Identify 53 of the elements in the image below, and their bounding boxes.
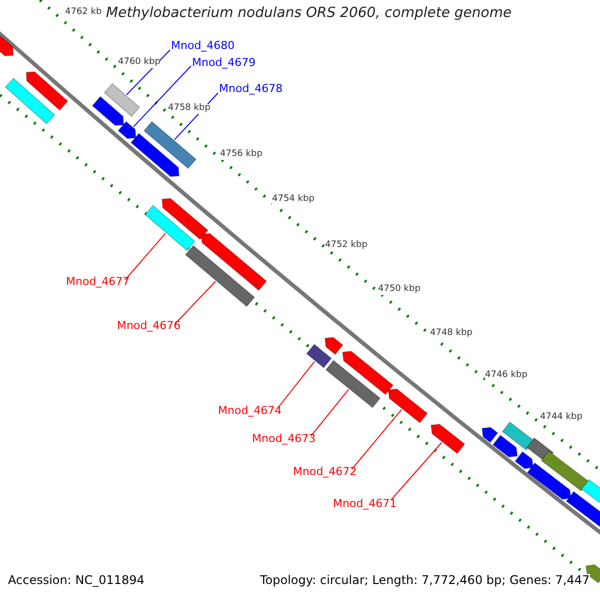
gene-block <box>492 434 518 458</box>
gene-block <box>144 204 196 252</box>
gene-label: Mnod_4671 <box>333 498 397 510</box>
leader-line <box>352 408 402 470</box>
gene-label: Mnod_4679 <box>192 57 256 70</box>
leader-line <box>124 232 166 280</box>
scale-label: 4760 kbp <box>118 58 160 68</box>
gene-label: Mnod_4674 <box>218 405 282 418</box>
accession-text: Accession: NC_011894 <box>8 574 144 588</box>
scale-label: 4750 kbp <box>378 285 420 295</box>
gene-block <box>324 336 344 356</box>
gene-block <box>482 426 498 444</box>
scale-label: 4746 kbp <box>485 371 528 381</box>
gene-block <box>92 96 124 126</box>
scale-label: 4752 kbp <box>325 241 368 251</box>
gene-block <box>342 350 394 396</box>
gene-block <box>388 388 428 424</box>
gene-block <box>104 82 140 118</box>
gene-block <box>200 233 268 292</box>
gene-label: Mnod_4680 <box>171 40 235 52</box>
gene-block <box>566 490 600 530</box>
gene-block <box>130 132 180 178</box>
gene-block <box>580 478 600 504</box>
scale-label: 4758 kbp <box>168 104 210 114</box>
gene-block <box>0 35 14 56</box>
gene-block <box>430 424 466 454</box>
gene-block <box>502 421 534 451</box>
leader-line <box>310 388 350 436</box>
gene-block <box>162 198 209 240</box>
leader-line <box>133 66 192 128</box>
gene-block <box>143 120 197 170</box>
gene-label: Mnod_4677 <box>66 276 130 288</box>
leader-line <box>390 442 442 500</box>
gene-block <box>540 450 590 492</box>
title: Methylobacterium nodulans ORS 2060, complete genome <box>104 6 514 22</box>
gene-block <box>26 71 68 111</box>
gene-label: Mnod_4672 <box>293 466 357 478</box>
gene-block <box>4 78 56 124</box>
gene-label: Mnod_4673 <box>252 433 316 446</box>
gene-block <box>184 244 256 308</box>
gene-block <box>325 360 381 408</box>
scale-label: 4756 kbp <box>220 150 262 160</box>
leader-line <box>126 50 170 96</box>
scale-label: 4744 kbp <box>540 413 582 423</box>
scale-label: 4754 kbp <box>272 195 314 205</box>
genome-info-text: Topology: circular; Length: 7,772,460 bp; Genes: 7,447 <box>260 574 590 588</box>
scale-label: 4748 kbp <box>430 329 472 339</box>
gene-block <box>306 344 332 368</box>
gene-block <box>118 120 136 140</box>
leader-line <box>174 280 216 324</box>
gene-label: Mnod_4678 <box>219 83 283 96</box>
gene-block <box>526 462 572 500</box>
gene-label: Mnod_4676 <box>117 320 181 332</box>
